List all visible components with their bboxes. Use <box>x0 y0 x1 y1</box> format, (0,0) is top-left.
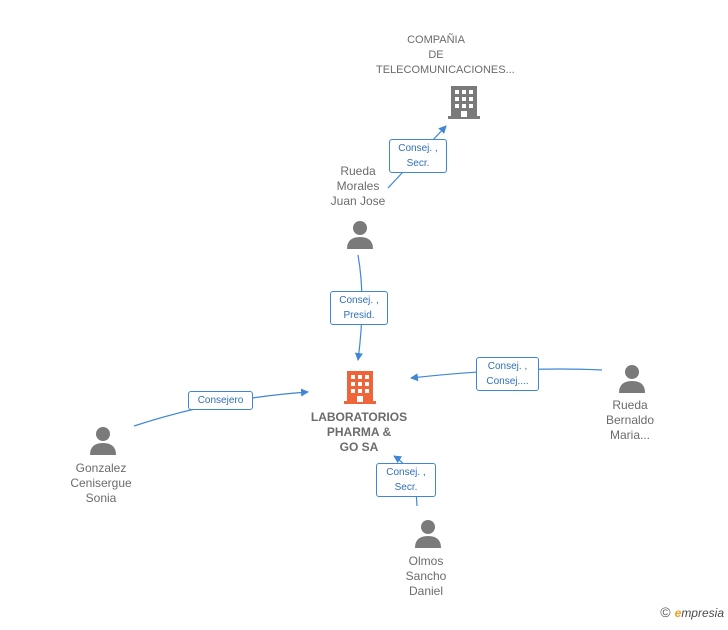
edge-label-line: Consejero <box>197 395 244 406</box>
edge-label-line: Consej.... <box>486 376 529 387</box>
node-telecom-line: TELECOMUNICACIONES... <box>376 64 515 76</box>
node-rueda-juan-line: Rueda <box>340 164 376 178</box>
node-central-label[interactable]: LABORATORIOS PHARMA & GO SA <box>300 410 418 455</box>
node-olmos-label[interactable]: Olmos Sancho Daniel <box>390 554 462 599</box>
building-icon-highlighted[interactable] <box>344 369 376 405</box>
node-telecom-label[interactable]: COMPAÑIA DE TELECOMUNICACIONES... <box>376 33 515 78</box>
node-central-line: LABORATORIOS <box>310 410 408 424</box>
brand-name: mpresia <box>681 606 724 620</box>
node-olmos-line: Sancho <box>405 569 447 583</box>
person-icon[interactable] <box>345 220 375 250</box>
node-rueda-bernaldo-line: Maria... <box>609 428 650 442</box>
node-gonzalez-line: Cenisergue <box>70 476 132 490</box>
node-central-line: PHARMA & <box>326 425 392 439</box>
building-icon[interactable] <box>448 84 480 120</box>
node-rueda-juan-label[interactable]: Rueda Morales Juan Jose <box>318 164 398 209</box>
edge-label-olmos-central[interactable]: Consej. , Secr. <box>376 463 436 497</box>
edge-label-line: Consej. , <box>339 295 379 306</box>
person-icon[interactable] <box>617 364 647 394</box>
edge-label-line: Consej. , <box>398 143 438 154</box>
edge-label-juan-telecom[interactable]: Consej. , Secr. <box>389 139 447 173</box>
edge-label-bernaldo-central[interactable]: Consej. , Consej.... <box>476 357 539 391</box>
node-gonzalez-line: Sonia <box>85 491 117 505</box>
node-rueda-juan-line: Juan Jose <box>330 194 386 208</box>
person-icon[interactable] <box>413 519 443 549</box>
brand-logo: ©empresia <box>660 604 724 620</box>
node-gonzalez-line: Gonzalez <box>75 461 127 475</box>
brand-initial: e <box>674 606 682 620</box>
copyright-symbol: © <box>660 604 671 620</box>
edge-label-line: Consej. , <box>487 361 528 372</box>
node-telecom-line: COMPAÑIA <box>407 34 465 46</box>
edge-label-juan-central[interactable]: Consej. , Presid. <box>330 291 388 325</box>
node-telecom-line: DE <box>428 49 444 61</box>
node-olmos-line: Daniel <box>408 584 444 598</box>
node-rueda-bernaldo-line: Bernaldo <box>605 413 655 427</box>
edge-label-line: Presid. <box>343 310 375 321</box>
person-icon[interactable] <box>88 426 118 456</box>
edge-label-gonzalez-central[interactable]: Consejero <box>188 391 253 410</box>
node-rueda-juan-line: Morales <box>336 179 380 193</box>
node-gonzalez-label[interactable]: Gonzalez Cenisergue Sonia <box>60 461 142 506</box>
edge-label-line: Secr. <box>394 482 418 493</box>
node-olmos-line: Olmos <box>408 554 444 568</box>
edge-label-line: Consej. , <box>386 467 426 478</box>
edge-label-line: Secr. <box>406 158 430 169</box>
node-rueda-bernaldo-label[interactable]: Rueda Bernaldo Maria... <box>594 398 666 443</box>
node-rueda-bernaldo-line: Rueda <box>612 398 648 412</box>
node-central-line: GO SA <box>339 440 379 454</box>
